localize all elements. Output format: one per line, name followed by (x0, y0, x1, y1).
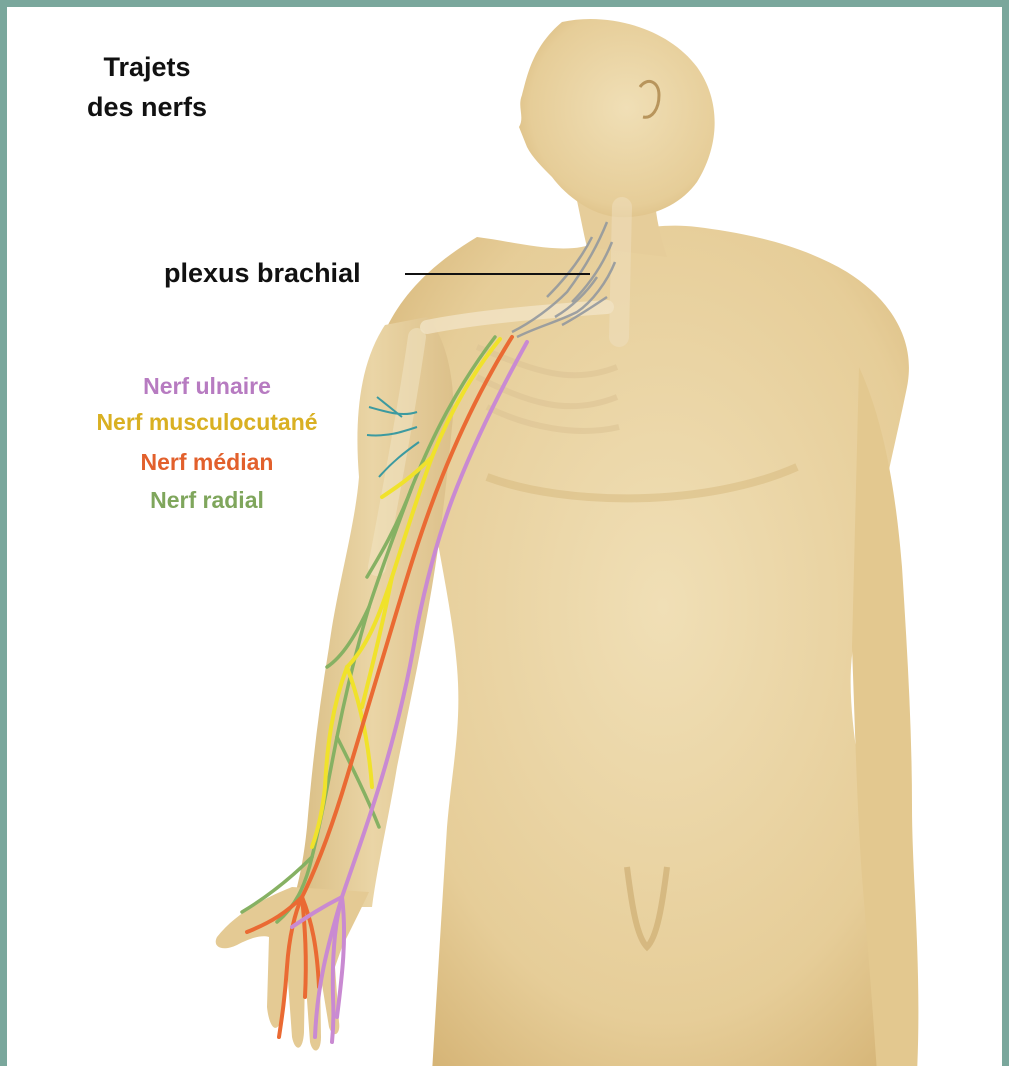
spine (619, 207, 622, 337)
head (519, 19, 715, 217)
left-arm (292, 317, 453, 907)
hand (216, 887, 369, 1051)
diagram-title: Trajets des nerfs (37, 47, 257, 127)
legend-median-nerve: Nerf médian (47, 449, 367, 476)
diagram-title-line-2: des nerfs (37, 87, 257, 127)
legend-ulnar-nerve: Nerf ulnaire (47, 373, 367, 400)
legend-musculocutaneous-nerve: Nerf musculocutané (47, 409, 367, 436)
diagram-title-line-1: Trajets (37, 47, 257, 87)
anatomy-illustration (7, 7, 1009, 1066)
brachial-plexus-label: plexus brachial (164, 258, 361, 289)
brachial-plexus-leader-line (405, 273, 590, 275)
legend-radial-nerve: Nerf radial (47, 487, 367, 514)
